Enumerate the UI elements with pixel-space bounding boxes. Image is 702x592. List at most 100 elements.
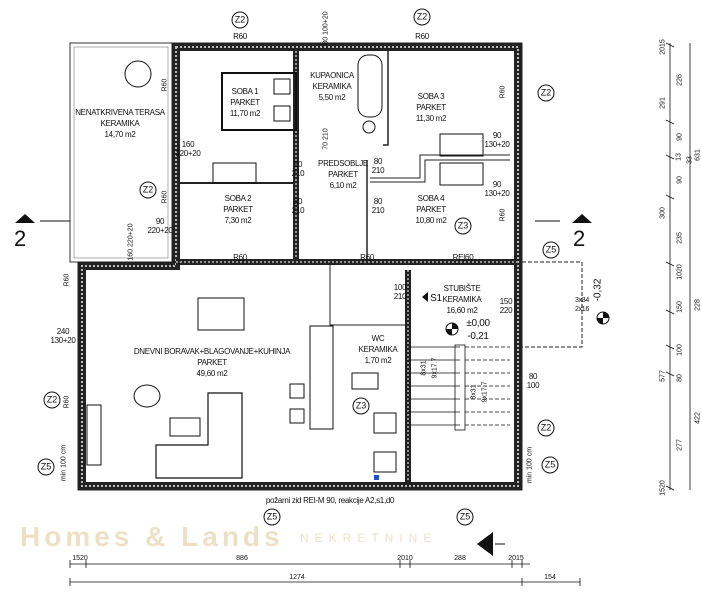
opening-height: 130+20 <box>484 189 510 198</box>
wall-label: R60 <box>233 253 247 262</box>
tag-z2: Z2 <box>537 419 555 437</box>
level-stair: -0,21 <box>467 331 489 342</box>
wall-label: R60 <box>63 395 71 409</box>
desk-soba-3 <box>439 133 484 157</box>
terrace-table <box>124 60 152 88</box>
wall-label: R60 <box>63 273 71 287</box>
room-floor: KERAMIKA <box>312 82 352 91</box>
interior-walls <box>176 51 518 482</box>
room-area: 5,50 m2 <box>318 93 346 102</box>
terrace-inner-outline <box>73 46 169 259</box>
opening-height: 210 <box>322 128 330 140</box>
room-floor: KERAMIKA <box>358 345 398 354</box>
dim-label: 288 <box>454 555 466 562</box>
bathtub <box>357 54 383 118</box>
room-name: WC <box>371 334 385 343</box>
dim-label: 1020 <box>676 264 684 280</box>
level-outside: -0,32 <box>592 278 604 302</box>
level-marker-icon <box>596 311 610 325</box>
opening-width: 70 <box>322 141 330 150</box>
stair-direction-icon <box>422 292 428 302</box>
dim-label: 577 <box>659 370 667 382</box>
opening-height: 100+20 <box>322 11 330 35</box>
section-arrow-right-icon <box>572 214 592 223</box>
room-area: 7,30 m2 <box>224 216 252 225</box>
room-area: 1,70 m2 <box>364 356 392 365</box>
stair-steps: 9x17.7 <box>481 381 489 403</box>
stair-steps: 8x31 <box>470 384 478 400</box>
level-marker-icon <box>445 322 459 336</box>
opening-width: 240 <box>56 327 70 336</box>
wall-label: R60 <box>499 208 507 222</box>
dim-label: 2010 <box>397 555 413 562</box>
coffee-table <box>169 417 201 437</box>
dim-label: 226 <box>676 74 684 86</box>
opening-width: 160 <box>127 248 135 261</box>
opening-height: 220+20 <box>175 149 201 158</box>
fireplace <box>86 404 102 466</box>
opening-terrace-door-2: 160 220+20 <box>128 223 135 260</box>
watermark-brand: Homes & Lands <box>20 521 284 552</box>
stair-code: S1 <box>430 293 442 304</box>
room-kupaonica: KUPAONICA KERAMIKA 5,50 m2 <box>310 70 354 103</box>
opening-width: 80 <box>528 372 538 381</box>
opening-width: 150 <box>499 297 513 306</box>
dim-label: 277 <box>676 439 684 451</box>
dim-label: 886 <box>236 555 248 562</box>
dim-label: 13 <box>675 153 683 161</box>
room-floor: PARKET <box>230 98 260 107</box>
room-name: PREDSOBLJE <box>318 159 368 168</box>
level-entry: ±0,00 <box>466 318 490 329</box>
opening-height: 210 <box>291 206 305 215</box>
room-floor: PARKET <box>416 103 446 112</box>
tag-z5: Z5 <box>37 458 55 476</box>
opening-height: 210 <box>371 206 385 215</box>
opening-width: 80 <box>322 36 330 45</box>
room-name: KUPAONICA <box>310 71 354 80</box>
opening-width: 90 <box>155 217 165 226</box>
stair-steps: 8x31 <box>420 360 428 376</box>
dim-label: 90 <box>676 133 684 141</box>
opening-width: 80 <box>293 160 303 169</box>
opening-height: 130+20 <box>50 336 76 345</box>
room-name: DNEVNI BORAVAK+BLAGOVANJE+KUHINJA <box>133 347 291 356</box>
room-name: SOBA 3 <box>417 92 445 101</box>
dim-label: 422 <box>694 412 702 424</box>
dim-label: 100 <box>676 344 684 356</box>
dimension-lines <box>69 42 691 586</box>
dim-label: 1274 <box>289 574 305 581</box>
tag-z2: Z2 <box>231 11 249 29</box>
opening-height: 210 <box>393 292 407 301</box>
opening-width: 160 <box>181 140 195 149</box>
washbasin <box>362 120 376 134</box>
room-floor: PARKET <box>416 205 446 214</box>
wall-label: R60 <box>161 78 169 92</box>
dim-label: 150 <box>676 301 684 313</box>
opening-width: 80 <box>293 197 303 206</box>
staircase <box>408 344 510 431</box>
sofa <box>155 392 243 479</box>
room-name: SOBA 4 <box>417 194 445 203</box>
watermark-sub: NEKRETNINE <box>300 531 438 545</box>
min-clearance-label: min 100 cm <box>60 444 68 482</box>
dim-label: 631 <box>694 149 702 161</box>
room-area: 16,60 m2 <box>446 306 478 315</box>
opening-height: 210 <box>371 166 385 175</box>
tag-z3: Z3 <box>352 397 370 415</box>
tag-z5: Z5 <box>542 241 560 259</box>
pillow <box>273 78 291 95</box>
ext-steps-count: 3x34 <box>575 297 589 304</box>
